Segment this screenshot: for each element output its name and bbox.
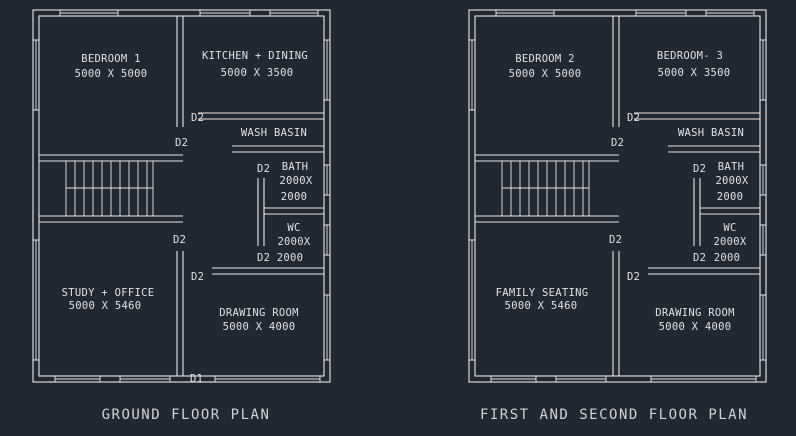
drawing-room-size: 5000 X 4000 — [223, 321, 296, 333]
door-label: D2 — [175, 137, 188, 149]
wc-dim-2: 2000 — [277, 252, 304, 264]
ground-labels: BEDROOM 1 5000 X 5000 KITCHEN + DINING 5… — [62, 50, 313, 423]
family-seating-name: FAMILY SEATING — [496, 287, 589, 299]
drawing-room-name: DRAWING ROOM — [655, 307, 734, 319]
door-label: D2 — [627, 112, 640, 124]
bath-dim-1: 2000X — [715, 175, 748, 187]
door-label: D2 — [173, 234, 186, 246]
door-label: D2 — [191, 271, 204, 283]
wc-name: WC — [723, 222, 736, 234]
study-office-name: STUDY + OFFICE — [62, 287, 155, 299]
door-label: D2 — [257, 163, 270, 175]
ground-staircase — [65, 161, 154, 216]
bath-dim-2: 2000 — [717, 191, 744, 203]
wc-dim-2: 2000 — [714, 252, 741, 264]
wc-dim-1: 2000X — [277, 236, 310, 248]
wash-basin-label: WASH BASIN — [678, 127, 744, 139]
family-seating-size: 5000 X 5460 — [505, 300, 578, 312]
door-label: D1 — [190, 373, 203, 385]
first-walls — [468, 9, 767, 383]
kitchen-dining-name: KITCHEN + DINING — [202, 50, 308, 62]
wash-basin-label: WASH BASIN — [241, 127, 307, 139]
bedroom-1-size: 5000 X 5000 — [75, 68, 148, 80]
bath-name: BATH — [718, 161, 745, 173]
door-label: D2 — [257, 252, 270, 264]
bedroom-2-name: BEDROOM 2 — [515, 53, 575, 65]
door-label: D2 — [191, 112, 204, 124]
bedroom-3-name: BEDROOM- 3 — [657, 50, 723, 62]
first-floor-plan: BEDROOM 2 5000 X 5000 BEDROOM- 3 5000 X … — [468, 9, 767, 423]
first-labels: BEDROOM 2 5000 X 5000 BEDROOM- 3 5000 X … — [480, 50, 749, 423]
ground-floor-plan: BEDROOM 1 5000 X 5000 KITCHEN + DINING 5… — [32, 9, 331, 423]
kitchen-dining-size: 5000 X 3500 — [221, 67, 294, 79]
wc-dim-1: 2000X — [713, 236, 746, 248]
bedroom-3-size: 5000 X 3500 — [658, 67, 731, 79]
door-label: D2 — [627, 271, 640, 283]
ground-windows — [33, 10, 330, 382]
ground-walls — [32, 9, 331, 383]
bedroom-2-size: 5000 X 5000 — [509, 68, 582, 80]
door-label: D2 — [693, 252, 706, 264]
bath-name: BATH — [282, 161, 309, 173]
first-windows — [469, 10, 766, 382]
study-office-size: 5000 X 5460 — [69, 300, 142, 312]
wc-name: WC — [287, 222, 300, 234]
bath-dim-1: 2000X — [279, 175, 312, 187]
first-floor-title: FIRST AND SECOND FLOOR PLAN — [480, 407, 748, 423]
bath-dim-2: 2000 — [281, 191, 308, 203]
first-staircase — [501, 161, 590, 216]
drawing-room-name: DRAWING ROOM — [219, 307, 298, 319]
door-label: D2 — [609, 234, 622, 246]
bedroom-1-name: BEDROOM 1 — [81, 53, 141, 65]
door-label: D2 — [611, 137, 624, 149]
door-label: D2 — [693, 163, 706, 175]
ground-floor-title: GROUND FLOOR PLAN — [102, 407, 271, 423]
drawing-room-size: 5000 X 4000 — [659, 321, 732, 333]
